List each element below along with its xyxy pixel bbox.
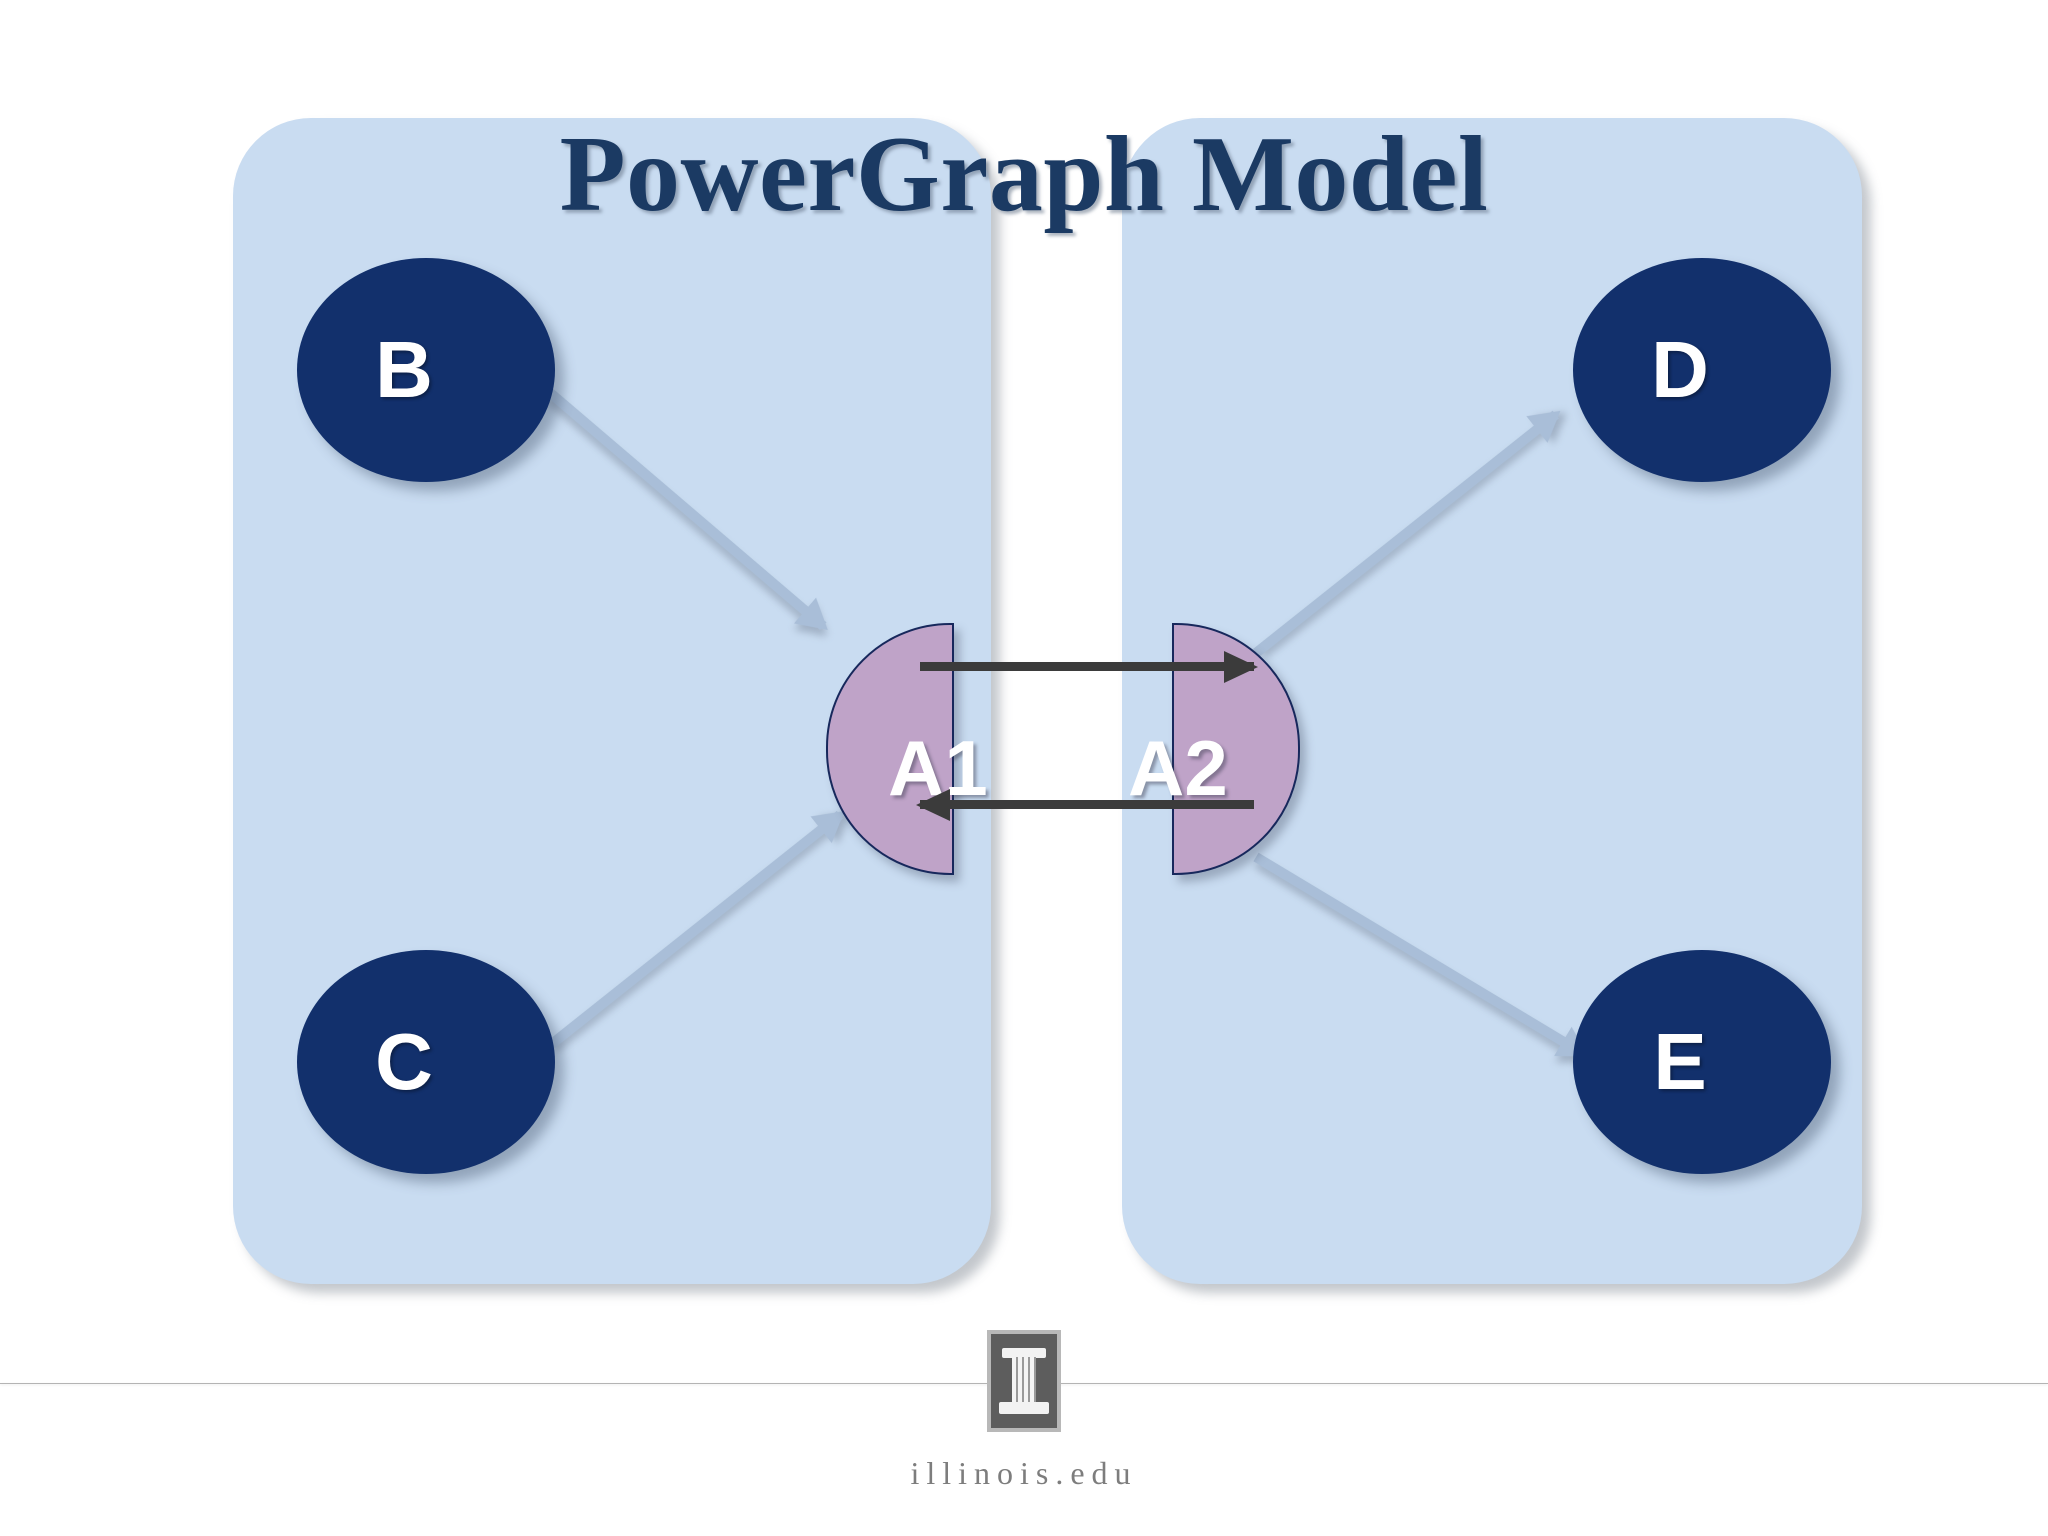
vertex-node-c[interactable]: C	[297, 950, 555, 1174]
footer-url: illinois.edu	[910, 1455, 1138, 1491]
vertex-label-d: D	[1651, 325, 1709, 414]
column-shaft-icon	[1012, 1357, 1036, 1403]
slide-title: PowerGraph Model	[559, 115, 1489, 234]
column-base-icon	[999, 1402, 1049, 1414]
mirror-sync-arrow-a1-to-a2	[920, 650, 1258, 683]
mirror-label-a2: A2	[1128, 724, 1228, 812]
vertex-label-b: B	[375, 325, 433, 414]
illinois-block-i-logo-icon	[987, 1330, 1061, 1432]
arrowhead-right-icon	[1224, 650, 1258, 683]
vertex-node-d[interactable]: D	[1573, 258, 1831, 482]
column-capital-icon	[1002, 1348, 1046, 1358]
mirror-sync-arrow-a2-to-a1	[916, 788, 1254, 821]
vertex-node-e[interactable]: E	[1573, 950, 1831, 1174]
vertex-label-e: E	[1653, 1017, 1707, 1106]
arrowhead-left-icon	[916, 788, 950, 821]
vertex-node-b[interactable]: B	[297, 258, 555, 482]
vertex-label-c: C	[375, 1017, 433, 1106]
